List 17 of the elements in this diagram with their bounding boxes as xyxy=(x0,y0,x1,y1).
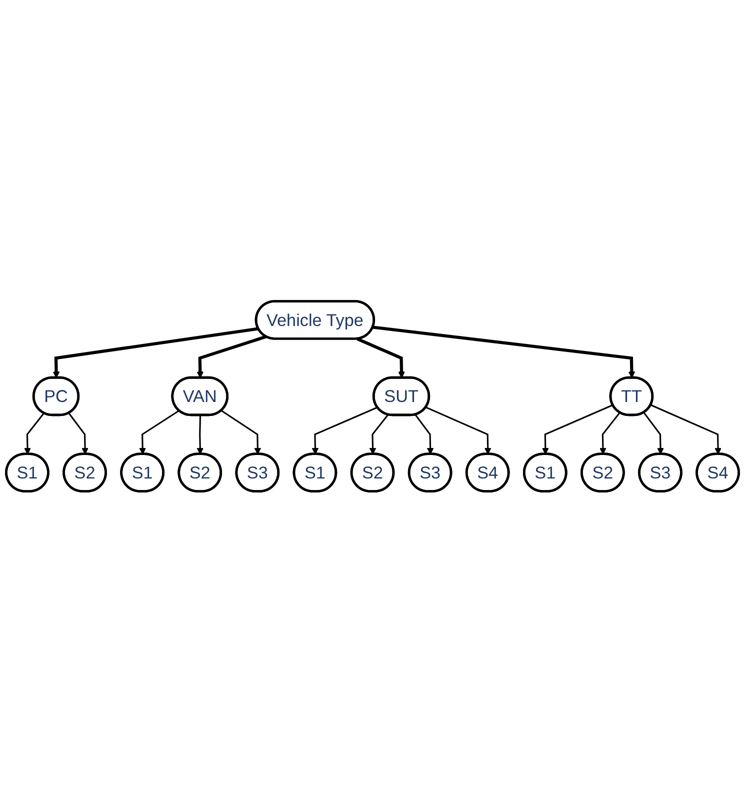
arrow xyxy=(24,412,45,455)
arrow xyxy=(414,414,434,455)
arrow xyxy=(542,404,614,455)
arrow xyxy=(139,410,180,455)
arrow xyxy=(369,414,389,455)
arrow xyxy=(68,412,88,455)
arrow xyxy=(312,406,378,455)
arrow xyxy=(356,338,405,378)
arrow xyxy=(372,326,636,378)
arrow xyxy=(650,404,722,455)
arrow xyxy=(196,416,204,455)
arrow xyxy=(220,410,262,455)
arrow xyxy=(426,406,492,455)
arrow xyxy=(52,327,259,378)
arrow xyxy=(643,412,664,455)
arrow xyxy=(196,335,267,378)
arrow xyxy=(600,412,620,455)
